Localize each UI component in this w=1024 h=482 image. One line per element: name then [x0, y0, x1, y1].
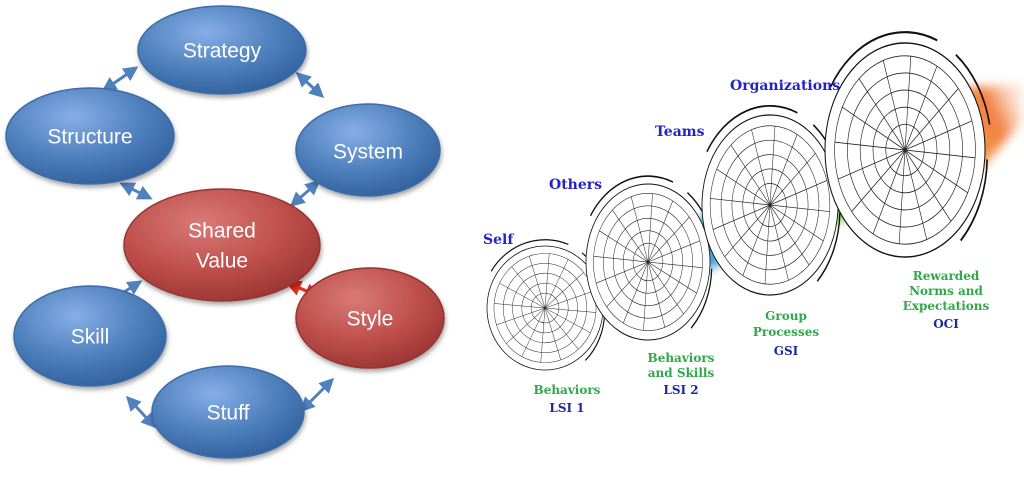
- node-shared-value-line2: Value: [196, 250, 248, 273]
- node-strategy-label: Strategy: [183, 40, 262, 63]
- stage-organizations-caption-line1: Rewarded: [913, 269, 980, 283]
- node-strategy: Strategy: [137, 5, 307, 95]
- wheel-organizations: [800, 0, 1014, 288]
- arrow-stuff-style: [299, 377, 335, 413]
- arrow-system-shared: [289, 180, 321, 207]
- stage-others-caption-line2: and Skills: [648, 366, 715, 380]
- stage-teams-code: GSI: [774, 344, 799, 358]
- node-stuff: Stuff: [151, 365, 305, 459]
- stage-teams-caption-line1: Group: [765, 309, 807, 323]
- stage-organizations-code: OCI: [933, 317, 959, 331]
- node-skill: Skill: [13, 285, 167, 387]
- stage-others-caption-line1: Behaviors: [648, 351, 715, 365]
- stage-teams-caption-line2: Processes: [753, 325, 819, 339]
- stage-organizations-title: Organizations: [730, 78, 840, 94]
- stage-self-code: LSI 1: [549, 401, 584, 415]
- stage-self-title: Self: [483, 232, 514, 248]
- node-shared-value: Shared Value: [123, 188, 321, 302]
- stage-organizations-caption-line2: Norms and: [909, 284, 983, 298]
- node-structure-label: Structure: [47, 126, 132, 149]
- circumplex-progression: Self Others Teams Organizations Behavior…: [469, 0, 1022, 415]
- arrow-strategy-system: [295, 71, 325, 99]
- stage-others-title: Others: [549, 177, 602, 193]
- stage-self-caption: Behaviors: [534, 383, 601, 397]
- node-stuff-label: Stuff: [207, 402, 250, 425]
- node-system: System: [295, 103, 441, 197]
- arrow-skill-stuff: [125, 395, 157, 429]
- node-style-label: Style: [347, 308, 394, 331]
- arrow-strategy-structure: [101, 66, 139, 92]
- node-skill-label: Skill: [71, 326, 110, 349]
- arrow-structure-shared: [119, 182, 153, 200]
- stage-others-code: LSI 2: [663, 383, 698, 397]
- node-system-label: System: [333, 141, 403, 164]
- stage-organizations-caption-line3: Expectations: [903, 299, 990, 313]
- node-style: Style: [295, 267, 445, 369]
- seven-s-diagram: Strategy Structure System Shared Value S…: [5, 5, 445, 459]
- stage-teams-title: Teams: [655, 124, 705, 140]
- node-structure: Structure: [5, 87, 175, 185]
- node-shared-value-line1: Shared: [188, 220, 256, 243]
